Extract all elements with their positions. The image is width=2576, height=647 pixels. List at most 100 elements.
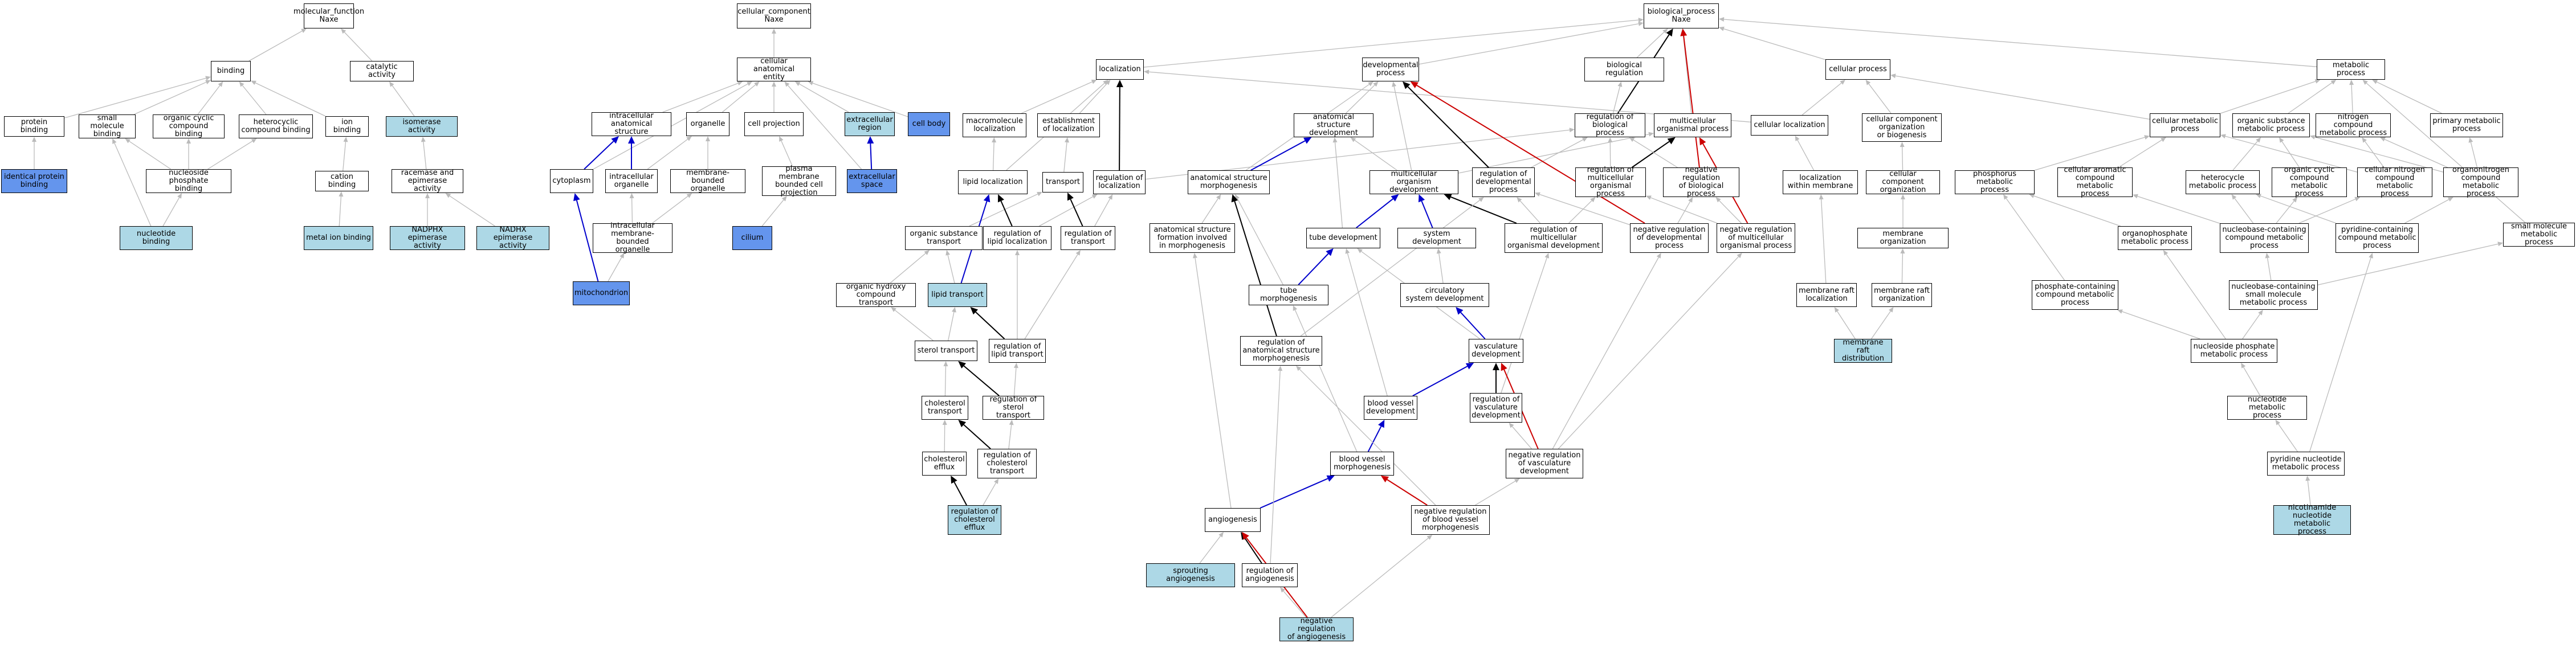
go-term-negative-regulation-of-blood-vessel-morphogenesis[interactable]: negative regulation of blood vessel morp… [1411, 505, 1490, 535]
go-term-organic-hydroxy-compound-transport[interactable]: organic hydroxy compound transport [836, 283, 916, 307]
go-term-regulation-of-lipid-localization[interactable]: regulation of lipid localization [983, 226, 1051, 250]
go-term-catalytic-activity[interactable]: catalytic activity [350, 61, 414, 81]
go-term-cellular-metabolic-process[interactable]: cellular metabolic process [2150, 113, 2220, 137]
go-term-racemase-and-epimerase-activity[interactable]: racemase and epimerase activity [392, 169, 463, 193]
go-term-nucleotide-metabolic-process[interactable]: nucleotide metabolic process [2227, 396, 2307, 420]
go-term-intracellular-membrane-bounded-organelle[interactable]: intracellular membrane-bounded organelle [593, 222, 672, 254]
go-term-cell-body[interactable]: cell body [908, 112, 950, 136]
go-term-membrane-raft-distribution[interactable]: membrane raft distribution [1834, 339, 1892, 363]
go-term-regulation-of-angiogenesis[interactable]: regulation of angiogenesis [1242, 563, 1298, 587]
go-term-intracellular-anatomical-structure[interactable]: intracellular anatomical structure [592, 112, 671, 136]
go-term-localization[interactable]: localization [1096, 59, 1144, 80]
go-term-organic-substance-transport[interactable]: organic substance transport [905, 226, 983, 250]
go-term-lipid-transport[interactable]: lipid transport [928, 283, 987, 307]
go-term-macromolecule-localization[interactable]: macromolecule localization [963, 113, 1026, 137]
go-term-regulation-of-lipid-transport[interactable]: regulation of lipid transport [989, 339, 1046, 363]
go-term-pyridine-nucleotide-metabolic-process[interactable]: pyridine nucleotide metabolic process [2267, 452, 2345, 476]
go-term-cation-binding[interactable]: cation binding [315, 171, 369, 191]
go-term-metabolic-process[interactable]: metabolic process [2317, 59, 2385, 80]
go-term-cellular-anatomical-entity[interactable]: cellular anatomical entity [737, 58, 811, 81]
go-term-regulation-of-developmental-process[interactable]: regulation of developmental process [1472, 167, 1535, 197]
go-term-nucleoside-phosphate-metabolic-process[interactable]: nucleoside phosphate metabolic process [2191, 339, 2277, 363]
go-term-regulation-of-cholesterol-efflux[interactable]: regulation of cholesterol efflux [948, 505, 1001, 535]
go-term-anatomical-structure-morphogenesis[interactable]: anatomical structure morphogenesis [1188, 170, 1270, 194]
go-term-multicellular-organismal-process[interactable]: multicellular organismal process [1654, 113, 1731, 137]
go-term-regulation-of-multicellular-organismal-process[interactable]: regulation of multicellular organismal p… [1575, 166, 1646, 198]
go-term-anatomical-structure-formation-involved-in-morphogenesis[interactable]: anatomical structure formation involved … [1150, 223, 1235, 253]
go-term-regulation-of-cholesterol-transport[interactable]: regulation of cholesterol transport [977, 449, 1037, 478]
go-term-negative-regulation-of-developmental-process[interactable]: negative regulation of developmental pro… [1630, 223, 1709, 253]
go-term-nucleoside-phosphate-binding[interactable]: nucleoside phosphate binding [146, 169, 231, 193]
go-term-biological-regulation[interactable]: biological regulation [1584, 58, 1664, 81]
go-term-localization-within-membrane[interactable]: localization within membrane [1783, 170, 1858, 194]
go-term-binding[interactable]: binding [211, 61, 251, 81]
go-term-lipid-localization[interactable]: lipid localization [958, 170, 1028, 194]
go-term-small-molecule-binding[interactable]: small molecule binding [79, 114, 136, 138]
go-term-ion-binding[interactable]: ion binding [325, 116, 369, 137]
go-term-nitrogen-compound-metabolic-process[interactable]: nitrogen compound metabolic process [2316, 113, 2391, 137]
go-term-anatomical-structure-development[interactable]: anatomical structure development [1294, 113, 1373, 137]
go-term-sprouting-angiogenesis[interactable]: sprouting angiogenesis [1146, 563, 1235, 587]
go-term-cytoplasm[interactable]: cytoplasm [550, 169, 593, 193]
go-term-intracellular-organelle[interactable]: intracellular organelle [605, 169, 658, 193]
go-term-organic-cyclic-compound-binding[interactable]: organic cyclic compound binding [153, 114, 225, 138]
go-term-multicellular-organism-development[interactable]: multicellular organism development [1369, 170, 1458, 194]
go-term-regulation-of-vasculature-development[interactable]: regulation of vasculature development [1470, 393, 1522, 423]
go-term-molecular-function[interactable]: molecular_function Naxe [294, 3, 364, 28]
go-term-heterocyclic-compound-binding[interactable]: heterocyclic compound binding [239, 114, 313, 138]
go-term-system-development[interactable]: system development [1397, 228, 1476, 248]
go-term-establishment-of-localization[interactable]: establishment of localization [1037, 113, 1100, 137]
go-term-cellular-process[interactable]: cellular process [1825, 59, 1890, 80]
go-term-phosphate-containing-compound-metabolic-process[interactable]: phosphate-containing compound metabolic … [2032, 280, 2118, 310]
go-term-negative-regulation-of-biological-process[interactable]: negative regulation of biological proces… [1663, 166, 1739, 198]
go-term-extracellular-region[interactable]: extracellular region [845, 112, 895, 136]
go-term-metal-ion-binding[interactable]: metal ion binding [304, 226, 373, 250]
go-term-tube-morphogenesis[interactable]: tube morphogenesis [1249, 285, 1328, 305]
go-term-membrane-organization[interactable]: membrane organization [1857, 228, 1949, 248]
go-term-sterol-transport[interactable]: sterol transport [915, 341, 977, 361]
go-term-plasma-membrane-bounded-cell-projection[interactable]: plasma membrane bounded cell projection [762, 165, 836, 197]
go-term-cellular-aromatic-compound-metabolic-process[interactable]: cellular aromatic compound metabolic pro… [2057, 166, 2133, 198]
go-term-primary-metabolic-process[interactable]: primary metabolic process [2430, 113, 2503, 137]
go-term-cellular-localization[interactable]: cellular localization [1751, 115, 1828, 136]
go-term-organic-cyclic-compound-metabolic-process[interactable]: organic cyclic compound metabolic proces… [2272, 166, 2347, 198]
go-term-nicotinamide-nucleotide-metabolic-process[interactable]: nicotinamide nucleotide metabolic proces… [2273, 504, 2351, 536]
go-term-regulation-of-biological-process[interactable]: regulation of biological process [1575, 113, 1645, 137]
go-term-phosphorus-metabolic-process[interactable]: phosphorus metabolic process [1955, 170, 2035, 194]
go-term-organic-substance-metabolic-process[interactable]: organic substance metabolic process [2232, 113, 2310, 137]
go-term-negative-regulation-of-angiogenesis[interactable]: negative regulation of angiogenesis [1279, 617, 1354, 641]
go-term-nucleotide-binding[interactable]: nucleotide binding [120, 226, 193, 250]
go-term-circulatory-system-development[interactable]: circulatory system development [1400, 283, 1489, 307]
go-term-vasculature-development[interactable]: vasculature development [1469, 339, 1523, 363]
go-term-cell-projection[interactable]: cell projection [744, 112, 804, 136]
go-term-nucleobase-containing-small-molecule-metabolic-process[interactable]: nucleobase-containing small molecule met… [2229, 280, 2318, 310]
go-term-membrane-raft-organization[interactable]: membrane raft organization [1872, 283, 1932, 307]
go-term-regulation-of-transport[interactable]: regulation of transport [1061, 226, 1115, 250]
go-term-cellular-nitrogen-compound-metabolic-process[interactable]: cellular nitrogen compound metabolic pro… [2357, 166, 2432, 198]
go-term-organophosphate-metabolic-process[interactable]: organophosphate metabolic process [2118, 226, 2192, 250]
go-term-cellular-component-organization-or-biogenesis[interactable]: cellular component organization or bioge… [1862, 113, 1942, 142]
go-term-angiogenesis[interactable]: angiogenesis [1205, 508, 1261, 532]
go-term-membrane-bounded-organelle[interactable]: membrane-bounded organelle [670, 169, 745, 193]
go-term-mitochondrion[interactable]: mitochondrion [573, 281, 630, 305]
go-term-blood-vessel-development[interactable]: blood vessel development [1364, 396, 1417, 420]
go-term-regulation-of-anatomical-structure-morphogenesis[interactable]: regulation of anatomical structure morph… [1240, 336, 1322, 366]
go-term-regulation-of-localization[interactable]: regulation of localization [1093, 170, 1146, 194]
go-term-cholesterol-efflux[interactable]: cholesterol efflux [922, 452, 967, 476]
go-term-nucleobase-containing-compound-metabolic-process[interactable]: nucleobase-containing compound metabolic… [2220, 223, 2309, 253]
go-term-organelle[interactable]: organelle [686, 112, 729, 136]
go-term-small-molecule-metabolic-process[interactable]: small molecule metabolic process [2503, 223, 2575, 247]
go-term-nadphx-epimerase-activity[interactable]: NADPHX epimerase activity [390, 226, 465, 250]
go-term-negative-regulation-of-multicellular-organismal-process[interactable]: negative regulation of multicellular org… [1717, 223, 1795, 253]
go-term-cilium[interactable]: cilium [732, 226, 772, 250]
go-term-negative-regulation-of-vasculature-development[interactable]: negative regulation of vasculature devel… [1506, 449, 1583, 478]
go-term-organonitrogen-compound-metabolic-process[interactable]: organonitrogen compound metabolic proces… [2443, 166, 2518, 198]
go-term-transport[interactable]: transport [1042, 172, 1083, 193]
go-term-isomerase-activity[interactable]: isomerase activity [386, 116, 458, 137]
go-term-pyridine-containing-compound-metabolic-process[interactable]: pyridine-containing compound metabolic p… [2335, 223, 2419, 253]
go-term-regulation-of-sterol-transport[interactable]: regulation of sterol transport [983, 396, 1044, 420]
go-term-protein-binding[interactable]: protein binding [4, 116, 64, 137]
go-term-extracellular-space[interactable]: extracellular space [847, 169, 897, 193]
go-term-regulation-of-multicellular-organismal-development[interactable]: regulation of multicellular organismal d… [1505, 223, 1603, 253]
go-term-cholesterol-transport[interactable]: cholesterol transport [922, 396, 968, 420]
